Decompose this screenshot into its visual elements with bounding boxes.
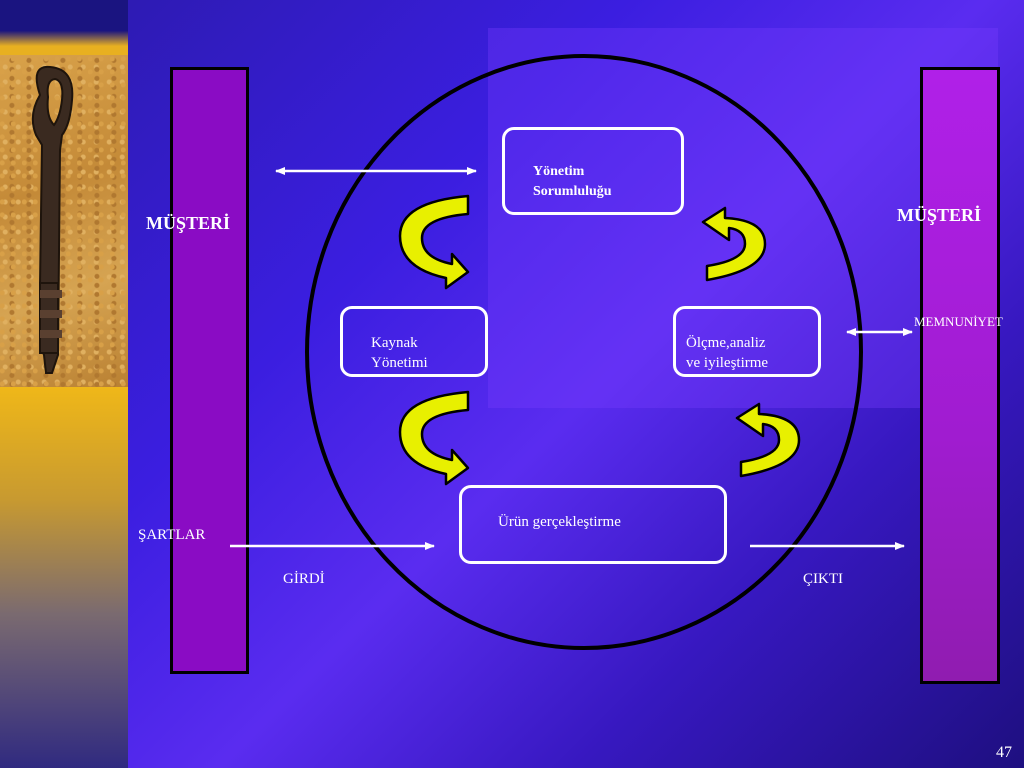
management-line-1: Yönetim bbox=[533, 164, 585, 179]
resource-line-1: Kaynak bbox=[371, 335, 418, 351]
management-responsibility-box: Yönetim Sorumluluğu bbox=[502, 127, 684, 215]
slide-number: 47 bbox=[996, 744, 1012, 761]
customer-label-left: MÜŞTERİ bbox=[146, 213, 231, 233]
cycle-arrow-bottom-left bbox=[398, 390, 470, 486]
requirements-label: ŞARTLAR bbox=[138, 527, 206, 543]
satisfaction-label: MEMNUNİYET bbox=[914, 314, 1003, 329]
measurement-line-1: Ölçme,analiz bbox=[686, 335, 766, 351]
cycle-arrow-top-left bbox=[398, 194, 470, 290]
measurement-line-2: ve iyileştirme bbox=[686, 355, 769, 371]
input-label: GİRDİ bbox=[283, 571, 325, 587]
key-icon bbox=[31, 65, 74, 374]
cycle-arrow-top-right bbox=[701, 206, 767, 282]
key-photo bbox=[0, 55, 128, 387]
management-line-2: Sorumluluğu bbox=[533, 184, 612, 199]
cycle-arrow-bottom-right bbox=[735, 402, 801, 478]
customer-bar-left bbox=[170, 67, 249, 674]
output-label: ÇIKTI bbox=[803, 571, 843, 587]
customer-label-right: MÜŞTERİ bbox=[897, 205, 982, 225]
resource-management-box: Kaynak Yönetimi bbox=[340, 306, 488, 377]
process-circle bbox=[305, 54, 863, 650]
resource-line-2: Yönetimi bbox=[371, 355, 428, 371]
product-line-1: Ürün gerçekleştirme bbox=[498, 514, 621, 530]
customer-bar-right bbox=[920, 67, 1000, 684]
highlight-panel bbox=[488, 28, 998, 408]
product-realization-box: Ürün gerçekleştirme bbox=[459, 485, 727, 564]
measurement-box: Ölçme,analiz ve iyileştirme bbox=[673, 306, 821, 377]
